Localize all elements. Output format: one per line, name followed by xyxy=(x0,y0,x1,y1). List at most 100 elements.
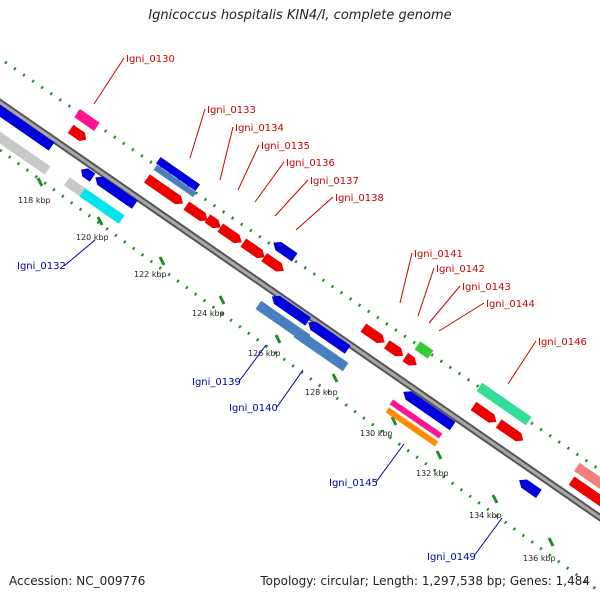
leader-line xyxy=(428,285,461,324)
gene-cds xyxy=(476,382,532,426)
gene-cds xyxy=(385,407,439,447)
gene-cds xyxy=(153,164,197,198)
gene-cds xyxy=(383,340,404,357)
gene-cds xyxy=(293,328,349,372)
leader-line xyxy=(473,517,503,557)
tick-mark xyxy=(390,416,398,426)
tick-label: 118 kbp xyxy=(18,196,51,205)
gene-cds xyxy=(155,157,201,191)
gene-cds xyxy=(81,168,96,182)
leader-line xyxy=(189,108,206,159)
gene-cds xyxy=(144,174,184,205)
inner-dotted-ring xyxy=(0,148,600,594)
map-title: Ignicoccus hospitalis KIN4/I, complete g… xyxy=(148,8,452,23)
gene-cds xyxy=(204,214,221,229)
gene-cds xyxy=(402,352,417,366)
tick-mark xyxy=(491,494,499,504)
leader-line xyxy=(438,302,485,332)
accession-text: Accession: NC_009776 xyxy=(9,574,146,588)
leader-line xyxy=(274,179,309,217)
topology-text: Topology: circular; Length: 1,297,538 bp… xyxy=(260,574,590,588)
gene-label: Igni_0142 xyxy=(436,264,485,275)
gene-label: Igni_0144 xyxy=(486,299,535,310)
leader-line xyxy=(507,340,537,385)
gene-cds xyxy=(74,109,100,131)
tick-label: 132 kbp xyxy=(416,469,449,478)
gene-label: Igni_0138 xyxy=(335,193,384,204)
gene-label: Igni_0133 xyxy=(207,105,256,116)
gene-cds xyxy=(495,419,524,442)
gene-cds xyxy=(240,238,265,259)
gene-label: Igni_0146 xyxy=(538,337,587,348)
gene-cds xyxy=(573,462,600,490)
tick-label: 124 kbp xyxy=(192,309,225,318)
tick-label: 130 kbp xyxy=(360,429,393,438)
gene-cds xyxy=(0,101,55,151)
gene-cds xyxy=(67,124,87,141)
tick-labels: 118 kbp 120 kbp 122 kbp 124 kbp 126 kbp … xyxy=(18,196,556,563)
forward-leader-lines xyxy=(93,57,537,385)
gene-cds xyxy=(273,241,298,262)
gene-cds xyxy=(79,188,125,224)
tick-label: 128 kbp xyxy=(305,388,338,397)
tick-mark xyxy=(331,373,339,383)
leader-line xyxy=(417,267,435,317)
forward-gene-labels: Igni_0130 Igni_0133 Igni_0134 Igni_0135 … xyxy=(126,54,587,348)
gene-cds xyxy=(360,323,385,344)
gene-label: Igni_0143 xyxy=(462,282,511,293)
leader-line xyxy=(295,196,334,231)
tick-mark xyxy=(158,256,166,266)
gene-label: Igni_0140 xyxy=(229,403,278,414)
gene-cds xyxy=(389,399,443,439)
gene-cds xyxy=(0,125,51,175)
leader-line xyxy=(219,126,234,181)
gene-label: Igni_0145 xyxy=(329,478,378,489)
gene-cds xyxy=(63,177,87,197)
gene-cds xyxy=(519,479,542,498)
tick-mark xyxy=(36,177,44,187)
gene-label: Igni_0134 xyxy=(235,123,284,134)
gene-cds xyxy=(183,201,208,222)
leader-line xyxy=(375,443,405,483)
leader-line xyxy=(237,144,260,191)
leader-line xyxy=(254,161,285,203)
gene-label: Igni_0149 xyxy=(427,552,476,563)
leader-line xyxy=(93,57,125,105)
reverse-leader-lines xyxy=(63,239,503,557)
gene-cds xyxy=(403,391,456,431)
tick-label: 126 kbp xyxy=(248,349,281,358)
gene-cds xyxy=(271,295,311,326)
gene-cds xyxy=(308,321,351,354)
gene-cds xyxy=(568,476,600,508)
tick-label: 134 kbp xyxy=(469,511,502,520)
tick-marks xyxy=(36,177,555,547)
leader-line xyxy=(239,344,267,381)
gene-cds xyxy=(217,223,242,244)
gene-cds xyxy=(261,253,284,272)
tick-label: 120 kbp xyxy=(76,233,109,242)
tick-mark xyxy=(274,334,282,344)
tick-mark xyxy=(547,537,555,547)
gene-cds xyxy=(470,401,497,423)
gene-cds xyxy=(414,341,434,359)
tick-mark xyxy=(96,216,104,226)
leader-line xyxy=(399,252,413,304)
tick-mark xyxy=(435,450,443,460)
gene-label: Igni_0130 xyxy=(126,54,175,65)
gene-label: Igni_0139 xyxy=(192,377,241,388)
gene-label: Igni_0141 xyxy=(414,249,463,260)
gene-features xyxy=(0,101,600,508)
reverse-gene-labels: Igni_0132 Igni_0139 Igni_0140 Igni_0145 … xyxy=(17,261,476,563)
gene-label: Igni_0132 xyxy=(17,261,66,272)
gene-cds xyxy=(95,176,138,209)
gene-label: Igni_0137 xyxy=(310,176,359,187)
gene-label: Igni_0135 xyxy=(261,141,310,152)
leader-line xyxy=(63,239,96,267)
tick-label: 122 kbp xyxy=(134,270,167,279)
gene-label: Igni_0136 xyxy=(286,158,335,169)
tick-mark xyxy=(218,295,226,305)
tick-label: 136 kbp xyxy=(523,554,556,563)
leader-line xyxy=(276,369,304,408)
